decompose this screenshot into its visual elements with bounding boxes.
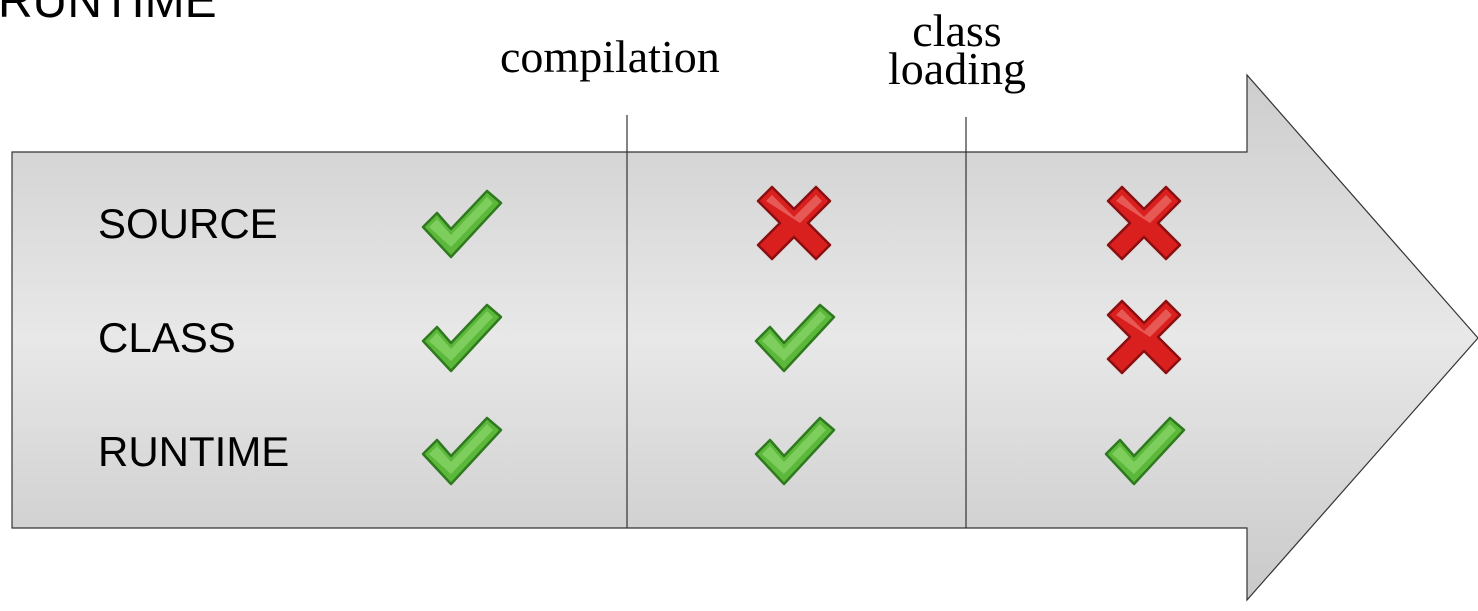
- stage-label-class-loading: class loading: [888, 5, 1026, 94]
- cross-icon: [750, 183, 838, 263]
- check-icon: [417, 183, 505, 263]
- check-icon: [417, 410, 505, 490]
- check-icon: [417, 297, 505, 377]
- stage-label-compilation: compilation: [500, 31, 720, 82]
- check-icon: [750, 410, 838, 490]
- stage-label-line: loading: [888, 43, 1026, 94]
- cross-icon: [1100, 183, 1188, 263]
- partial-title: RUNTIME: [0, 0, 217, 28]
- stage-label-line: class: [912, 5, 1002, 56]
- policy-label-class: CLASS: [98, 314, 236, 361]
- policy-label-source: SOURCE: [98, 200, 278, 247]
- policy-label-runtime: RUNTIME: [98, 428, 290, 475]
- cross-icon: [1100, 297, 1188, 377]
- stage-label-line: compilation: [500, 31, 720, 82]
- check-icon: [1100, 410, 1188, 490]
- check-icon: [750, 297, 838, 377]
